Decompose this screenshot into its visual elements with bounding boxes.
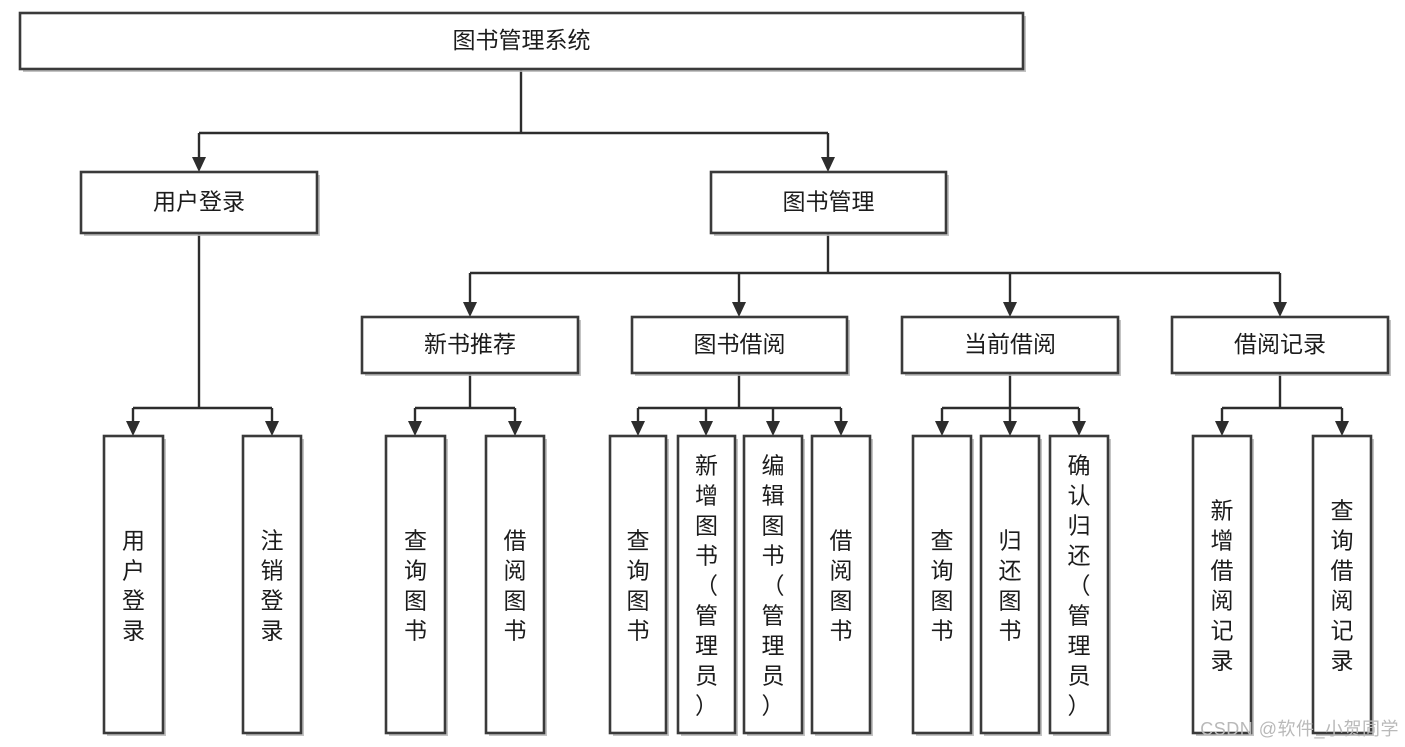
arrow-head-icon <box>1215 421 1229 436</box>
arrow-head-icon <box>265 421 279 436</box>
node-rect[interactable] <box>676 434 737 735</box>
node-leaf-confirm-return-admin[interactable]: 确认归还（管理员） <box>1048 434 1111 736</box>
node-rect[interactable] <box>360 315 580 375</box>
arrow-head-icon <box>408 421 422 436</box>
node-rect[interactable] <box>484 434 546 735</box>
arrow-head-icon <box>631 421 645 436</box>
node-rect[interactable] <box>1170 315 1390 375</box>
node-rect[interactable] <box>79 170 319 235</box>
node-rect[interactable] <box>102 434 165 735</box>
node-label: 用户登录 <box>153 189 245 215</box>
node-leaf-add-book-admin[interactable]: 新增图书（管理员） <box>676 434 738 736</box>
connectors-layer <box>126 69 1349 436</box>
node-rect[interactable] <box>384 434 447 735</box>
node-label: 借阅记录 <box>1234 331 1326 357</box>
node-rect[interactable] <box>979 434 1041 735</box>
node-leaf-query-book-current[interactable]: 查询图书 <box>911 434 974 736</box>
node-label: 查询图书 <box>931 528 954 644</box>
node-label: 查询图书 <box>627 528 650 644</box>
node-label: 当前借阅 <box>964 331 1056 357</box>
node-rect[interactable] <box>900 315 1120 375</box>
connector-group-borrow-to-leaves <box>636 373 843 422</box>
connector-group-bookmanage-to-level2 <box>468 233 1282 303</box>
node-user-login[interactable]: 用户登录 <box>79 170 320 236</box>
node-rect[interactable] <box>742 434 804 735</box>
arrow-head-icon <box>1003 421 1017 436</box>
nodes-layer: 图书管理系统用户登录图书管理新书推荐图书借阅当前借阅借阅记录用户登录注销登录查询… <box>18 11 1391 736</box>
node-rect[interactable] <box>1048 434 1110 735</box>
node-label: 新书推荐 <box>424 331 516 357</box>
node-label: 图书借阅 <box>694 331 786 357</box>
arrow-head-icon <box>1003 302 1017 317</box>
connector-group-root-to-level1 <box>197 69 830 158</box>
node-rect[interactable] <box>709 170 948 235</box>
connector-group-userlogin-to-leaves <box>131 233 274 422</box>
node-rect[interactable] <box>18 11 1025 71</box>
node-current-borrow[interactable]: 当前借阅 <box>900 315 1121 376</box>
node-leaf-borrow-book[interactable]: 借阅图书 <box>810 434 873 736</box>
connector-group-recommend-to-leaves <box>413 373 517 422</box>
node-rect[interactable] <box>911 434 973 735</box>
node-leaf-query-book-borrow[interactable]: 查询图书 <box>608 434 669 736</box>
node-label: 确认归还（管理员） <box>1068 453 1091 719</box>
node-book-borrow[interactable]: 图书借阅 <box>630 315 850 376</box>
arrow-head-icon <box>699 421 713 436</box>
arrow-head-icon <box>821 157 835 172</box>
arrow-head-icon <box>1273 302 1287 317</box>
node-root[interactable]: 图书管理系统 <box>18 11 1026 72</box>
node-rect[interactable] <box>241 434 303 735</box>
node-new-book-recommend[interactable]: 新书推荐 <box>360 315 581 376</box>
node-leaf-add-borrow-record[interactable]: 新增借阅记录 <box>1191 434 1254 736</box>
node-label: 图书管理系统 <box>453 27 591 53</box>
csdn-watermark: CSDN @软件_小贺同学 <box>1200 719 1399 739</box>
arrow-head-icon <box>192 157 206 172</box>
node-rect[interactable] <box>1311 434 1373 735</box>
node-label: 用户登录 <box>122 528 145 644</box>
node-label: 图书管理 <box>783 189 875 215</box>
arrow-head-icon <box>508 421 522 436</box>
node-book-manage[interactable]: 图书管理 <box>709 170 949 236</box>
arrow-head-icon <box>126 421 140 436</box>
node-label: 新增图书（管理员） <box>695 453 718 719</box>
node-borrow-record[interactable]: 借阅记录 <box>1170 315 1391 376</box>
node-label: 注销登录 <box>261 528 284 644</box>
node-leaf-edit-book-admin[interactable]: 编辑图书（管理员） <box>742 434 805 736</box>
node-label: 归还图书 <box>999 528 1022 644</box>
connector-group-record-to-leaves <box>1220 373 1344 422</box>
arrow-head-icon <box>463 302 477 317</box>
arrow-head-icon <box>834 421 848 436</box>
arrow-head-icon <box>766 421 780 436</box>
node-leaf-user-login[interactable]: 用户登录 <box>102 434 166 736</box>
node-leaf-return-book[interactable]: 归还图书 <box>979 434 1042 736</box>
node-leaf-query-book-recommend[interactable]: 查询图书 <box>384 434 448 736</box>
node-rect[interactable] <box>1191 434 1253 735</box>
node-label: 编辑图书（管理员） <box>762 453 785 719</box>
node-label: 借阅图书 <box>504 528 527 644</box>
arrow-head-icon <box>1335 421 1349 436</box>
node-label: 查询图书 <box>404 528 427 644</box>
node-rect[interactable] <box>630 315 849 375</box>
node-label: 借阅图书 <box>830 528 853 644</box>
node-rect[interactable] <box>608 434 668 735</box>
arrow-head-icon <box>732 302 746 317</box>
node-leaf-logout-login[interactable]: 注销登录 <box>241 434 304 736</box>
connector-group-current-to-leaves <box>940 373 1081 422</box>
node-label: 查询借阅记录 <box>1331 498 1354 674</box>
node-leaf-query-borrow-record[interactable]: 查询借阅记录 <box>1311 434 1374 736</box>
node-label: 新增借阅记录 <box>1211 498 1234 674</box>
arrow-head-icon <box>1072 421 1086 436</box>
node-rect[interactable] <box>810 434 872 735</box>
node-leaf-borrow-book-recommend[interactable]: 借阅图书 <box>484 434 547 736</box>
arrow-head-icon <box>935 421 949 436</box>
